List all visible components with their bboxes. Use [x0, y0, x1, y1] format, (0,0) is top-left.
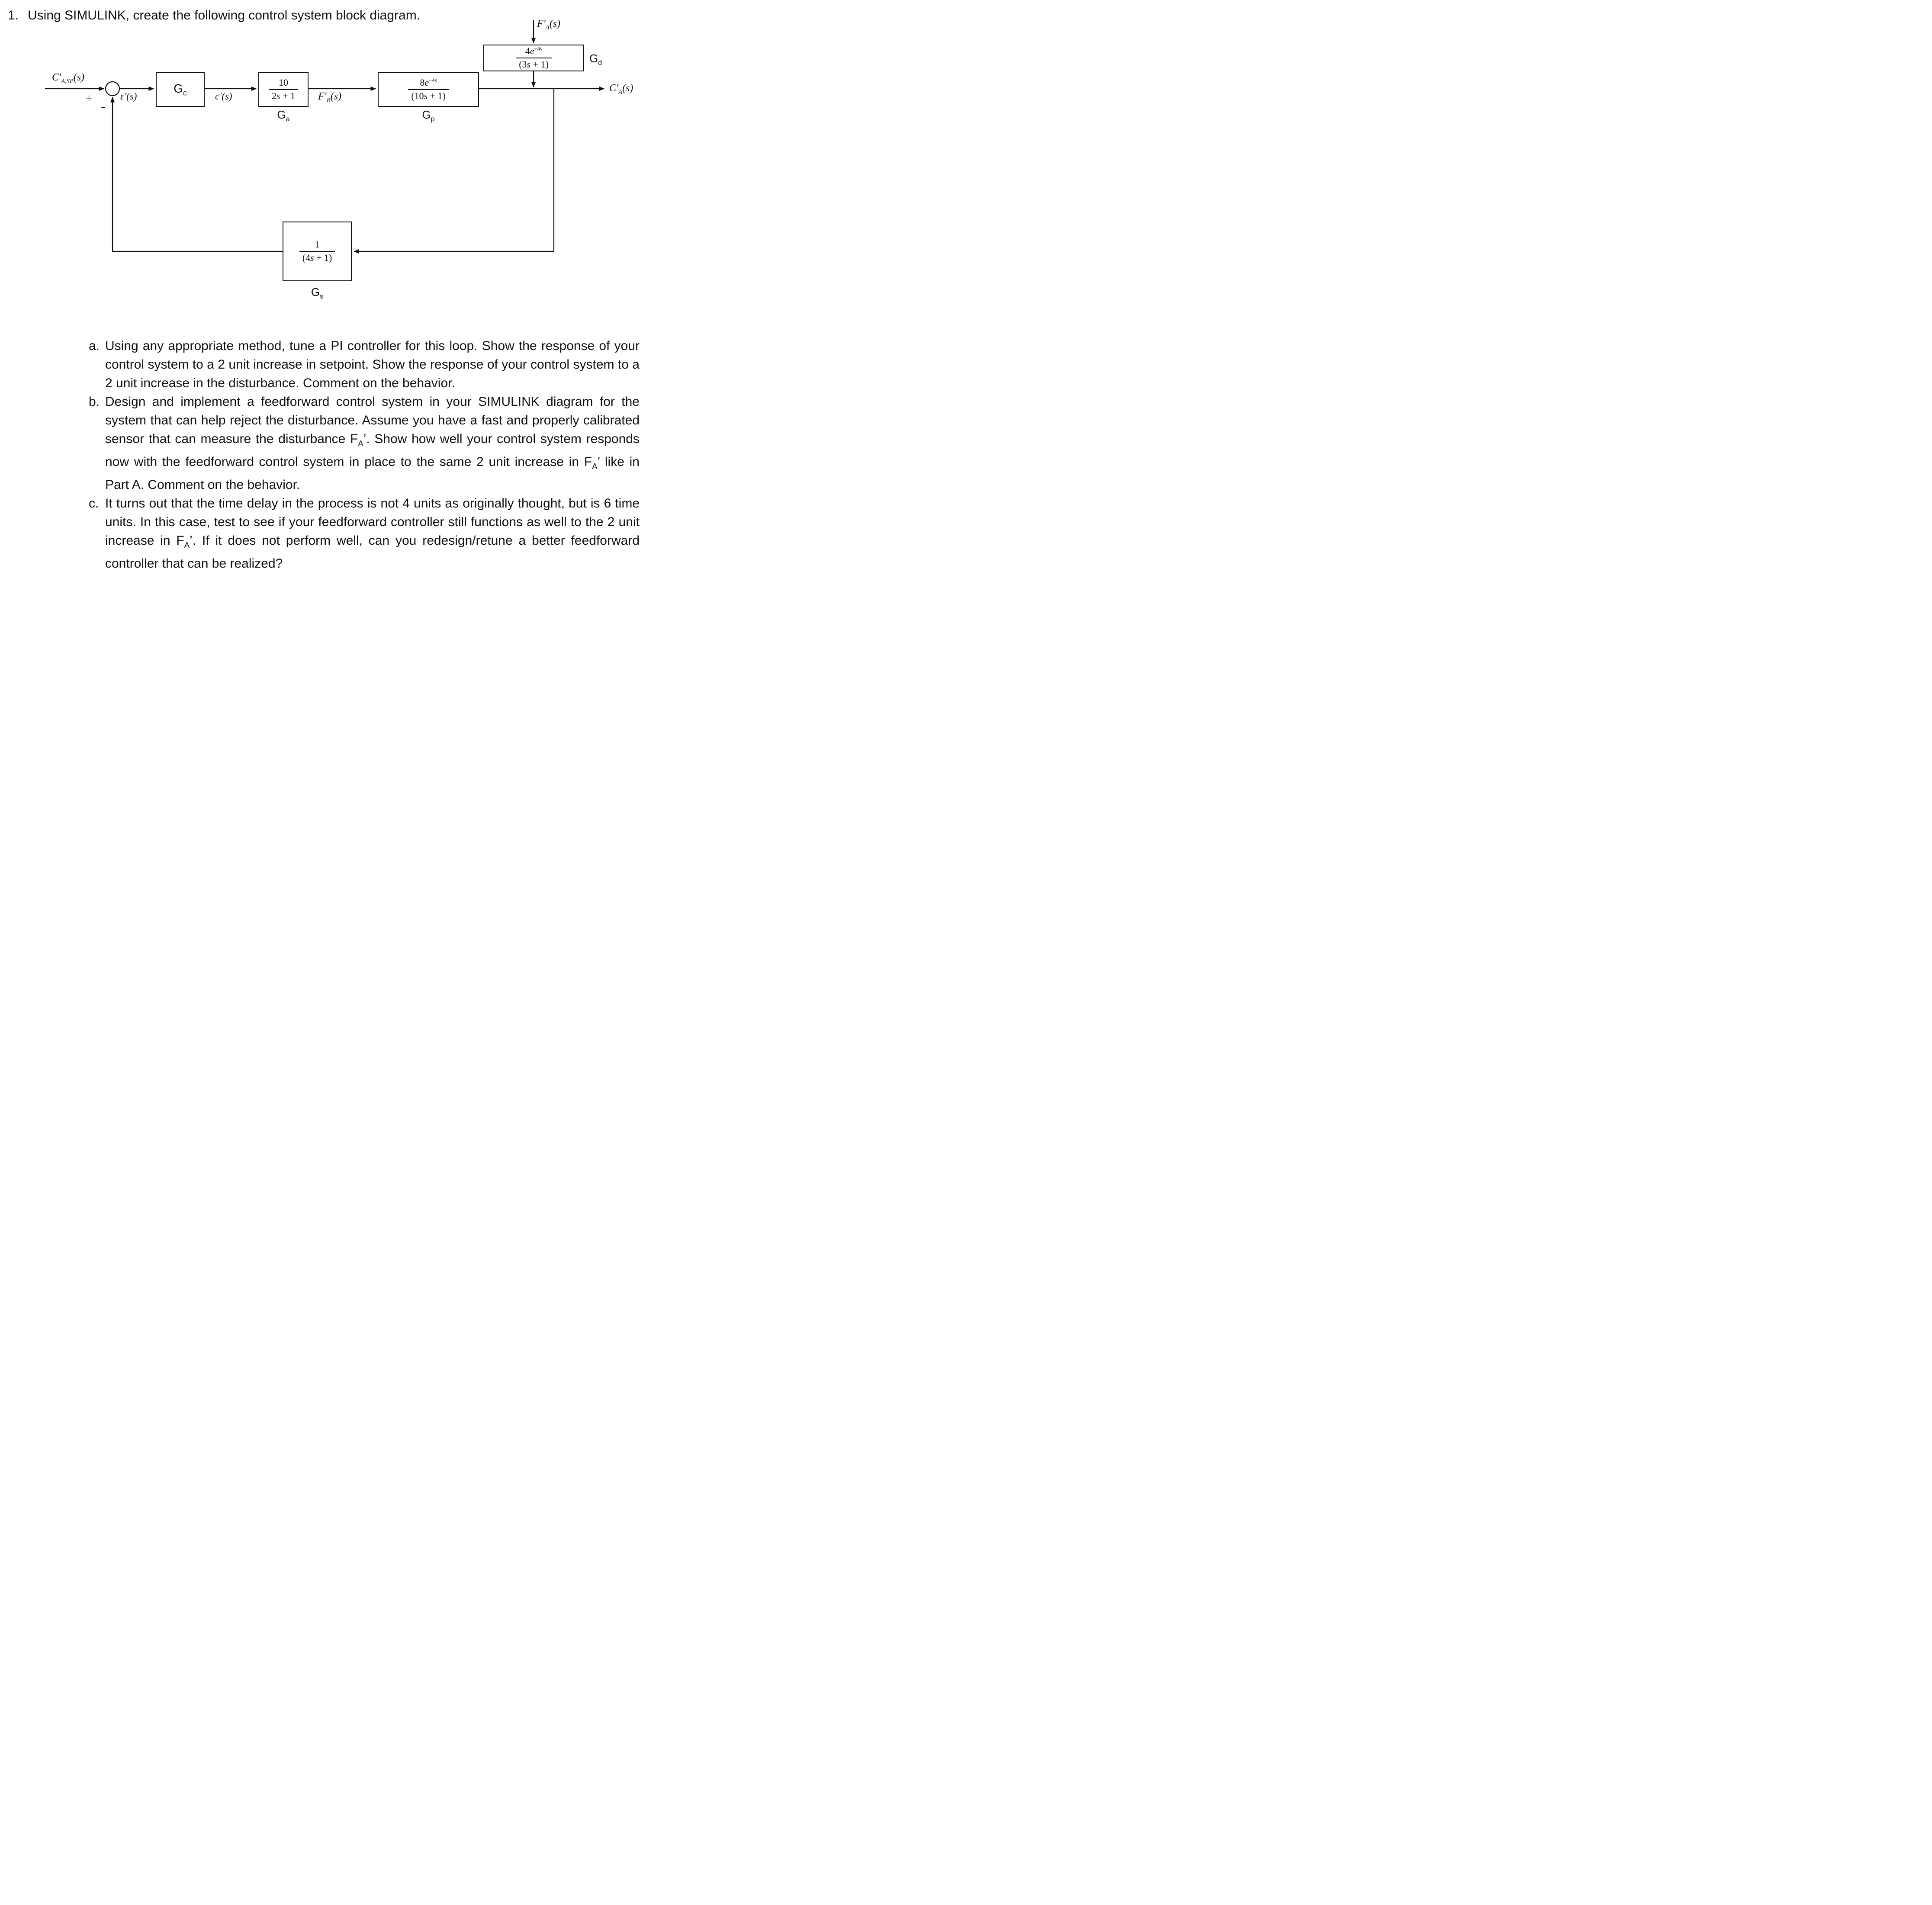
question-b: b. Design and implement a feedforward co…: [89, 392, 640, 494]
question-a-text: Using any appropriate method, tune a PI …: [105, 339, 640, 390]
questions-list: a. Using any appropriate method, tune a …: [89, 337, 640, 573]
sum-minus-sign: -: [101, 98, 106, 114]
ga-denominator: 2s + 1: [269, 89, 298, 102]
setpoint-signal-label: C′A,SP(s): [52, 72, 84, 85]
gs-denominator: (4s + 1): [299, 251, 335, 264]
summing-junction: [105, 81, 120, 96]
gs-transfer-function: 1 (4s + 1): [299, 239, 335, 264]
sum-plus-sign: +: [86, 92, 93, 105]
question-c-text: It turns out that the time delay in the …: [105, 496, 640, 571]
diagram-wires: [45, 20, 605, 254]
question-b-text: Design and implement a feedforward contr…: [105, 395, 640, 492]
question-c: c. It turns out that the time delay in t…: [89, 494, 640, 573]
feedback-return-wire: [110, 96, 283, 252]
question-c-letter: c.: [89, 496, 99, 511]
error-signal-label: ε′(s): [120, 91, 137, 102]
ga-block: 10 2s + 1: [258, 72, 309, 107]
block-diagram: F′A(s) 4e−4s (3s + 1) Gd C′A,SP(s) + - ε…: [0, 17, 644, 320]
ga-label: Ga: [277, 108, 290, 123]
gd-denominator: (3s + 1): [516, 58, 552, 71]
problem-title-row: 1. Using SIMULINK, create the following …: [8, 7, 640, 24]
question-b-letter: b.: [89, 395, 100, 409]
gs-numerator: 1: [315, 239, 320, 250]
page-title: Using SIMULINK, create the following con…: [28, 8, 421, 22]
gd-block: 4e−4s (3s + 1): [483, 45, 584, 71]
gp-numerator: 8e−4s: [420, 77, 437, 88]
gp-block: 8e−4s (10s + 1): [378, 72, 479, 107]
gc-block: Gc: [156, 72, 205, 107]
ga-numerator: 10: [278, 77, 288, 88]
controller-output-label: c′(s): [215, 91, 232, 102]
gc-label: Gc: [174, 81, 187, 97]
fb-signal-label: F′B(s): [318, 91, 342, 104]
ga-transfer-function: 10 2s + 1: [269, 77, 298, 102]
gs-label: Gs: [311, 286, 324, 301]
gp-denominator: (10s + 1): [408, 89, 449, 102]
gd-numerator: 4e−4s: [525, 45, 543, 57]
gd-transfer-function: 4e−4s (3s + 1): [516, 45, 552, 71]
gp-transfer-function: 8e−4s (10s + 1): [408, 77, 449, 102]
document-page: 1. Using SIMULINK, create the following …: [0, 0, 644, 635]
question-a-letter: a.: [89, 339, 100, 353]
disturbance-signal-label: F′A(s): [537, 18, 561, 31]
problem-number: 1.: [8, 8, 19, 22]
feedback-tap-wire: [353, 89, 555, 254]
gp-label: Gp: [422, 108, 435, 123]
gs-block: 1 (4s + 1): [283, 222, 352, 281]
output-signal-label: C′A(s): [609, 83, 633, 96]
question-a: a. Using any appropriate method, tune a …: [89, 337, 640, 392]
gd-label: Gd: [589, 52, 602, 67]
